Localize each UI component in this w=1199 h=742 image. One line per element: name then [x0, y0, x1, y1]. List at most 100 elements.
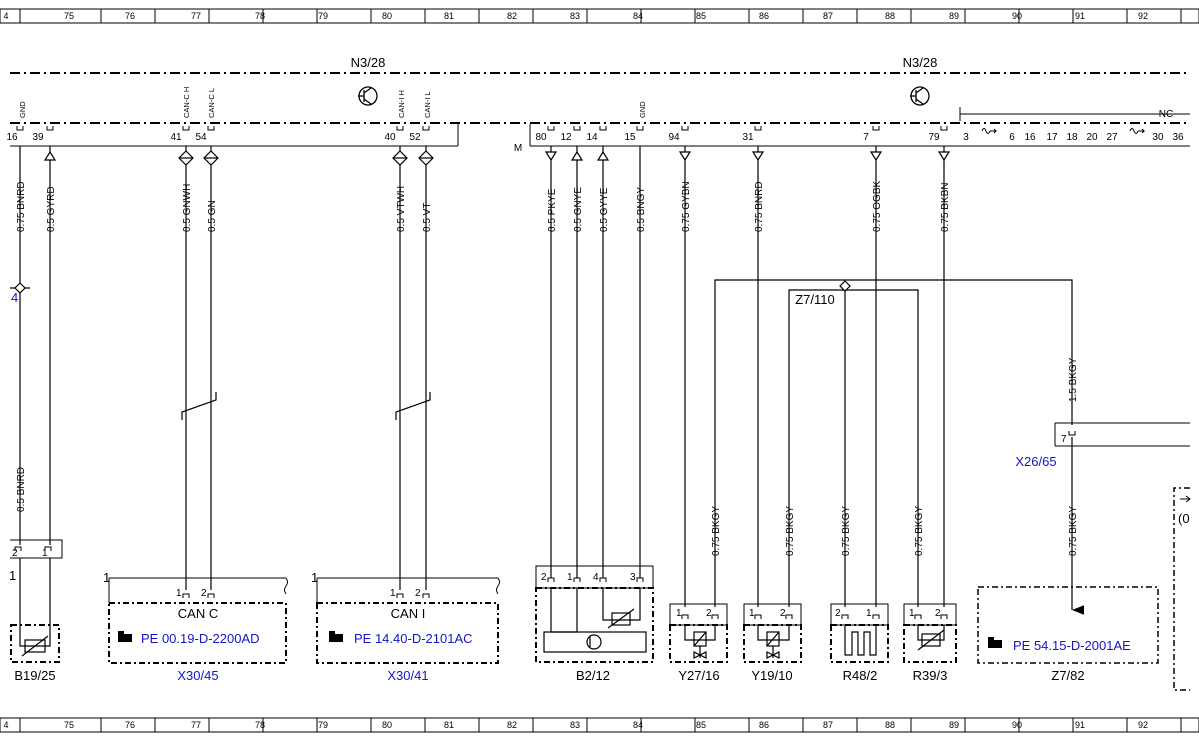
thermistor-icon [917, 625, 945, 651]
partial-component-right [1173, 487, 1191, 691]
wire-label: 0.75 BKBN [940, 183, 951, 232]
ruler-75-bottom: 75 [64, 720, 74, 730]
wire-label: 0.5 GYYE [599, 187, 610, 232]
reference-link-2[interactable]: PE 14.40-D-2101AC [354, 631, 473, 646]
x26-65-link[interactable]: X26/65 [1015, 454, 1056, 469]
ruler-81-bottom: 81 [444, 720, 454, 730]
ruler-77: 77 [191, 11, 201, 21]
pin-14: 14 [586, 132, 598, 143]
ruler-edge: 4 [3, 11, 8, 21]
wire-label: 0.5 BNGY [636, 187, 647, 232]
bottom-ruler: 4 75 76 77 78 79 80 81 82 83 84 85 86 87… [0, 717, 1199, 733]
ruler-92-bottom: 92 [1138, 720, 1148, 730]
wire-label: 0.5 PKYE [547, 188, 558, 232]
wire-label: 0.5 BNRD [16, 467, 27, 512]
nc-label: NC [1159, 109, 1173, 120]
pin-52: 52 [409, 132, 421, 143]
heater-resistor-icon [844, 625, 877, 656]
y19-10-pin-1: 1 [749, 608, 755, 619]
ruler-90: 90 [1012, 11, 1022, 21]
wire-label: 0.5 GNWH [182, 184, 193, 232]
partial-right-label: (0 [1178, 511, 1190, 526]
wire-label: 0.75 BKGY [1068, 506, 1079, 556]
wire-label: 0.75 OGBK [872, 181, 883, 232]
component-y19-10 [743, 603, 802, 663]
can-c-label: CAN C [178, 606, 218, 621]
component-y27-16-label: Y27/16 [678, 668, 719, 683]
ruler-87: 87 [823, 11, 833, 21]
transistor-icon [358, 86, 378, 106]
pin-31: 31 [742, 132, 754, 143]
x30-41-one: 1 [311, 570, 318, 585]
pin-36: 36 [1172, 132, 1184, 143]
component-b2-12 [535, 565, 654, 663]
component-x30-45-label[interactable]: X30/45 [177, 668, 218, 683]
wire-label: 0.5 GNYE [573, 187, 584, 232]
can-diamond-icon [14, 150, 851, 294]
ruler-79: 79 [318, 11, 328, 21]
pin-80: 80 [535, 132, 547, 143]
component-x30-41 [316, 577, 500, 664]
component-x30-41-label[interactable]: X30/41 [387, 668, 428, 683]
signal-can-i-h: CAN-I H [397, 90, 406, 118]
left-reference[interactable]: 4 [11, 290, 18, 305]
wire-label: 0.75 BKGY [841, 506, 852, 556]
pin-12: 12 [560, 132, 572, 143]
ruler-86: 86 [759, 11, 769, 21]
ruler-88-bottom: 88 [885, 720, 895, 730]
component-y27-16 [669, 603, 728, 663]
x30-45-pin-1: 1 [176, 588, 182, 599]
wire-label: 0.75 BNRD [754, 181, 765, 232]
b2-12-pin-3: 3 [630, 572, 636, 583]
component-z7-82 [977, 586, 1159, 664]
pin-6: 6 [1009, 132, 1015, 143]
solenoid-valve-icon [757, 625, 790, 659]
x30-45-one: 1 [103, 570, 110, 585]
ruler-75: 75 [64, 11, 74, 21]
solenoid-valve-icon [684, 625, 716, 659]
ruler-85-bottom: 85 [696, 720, 706, 730]
wire-label: 1.5 BKGY [1068, 357, 1079, 402]
pin-27: 27 [1106, 132, 1118, 143]
ruler-77-bottom: 77 [191, 720, 201, 730]
ruler-81: 81 [444, 11, 454, 21]
component-b19-25 [10, 539, 63, 663]
signal-gnd-left: GND [18, 101, 27, 118]
r39-3-pin-2: 2 [935, 608, 941, 619]
pin-20: 20 [1086, 132, 1098, 143]
ruler-79-bottom: 79 [318, 720, 328, 730]
reference-link-3[interactable]: PE 54.15-D-2001AE [1013, 638, 1131, 653]
component-b19-25-label: B19/25 [14, 668, 55, 683]
y27-16-pin-2: 2 [706, 608, 712, 619]
wire-label: 0.75 BNRD [16, 181, 27, 232]
reference-link-1[interactable]: PE 00.19-D-2200AD [141, 631, 260, 646]
ruler-80: 80 [382, 11, 392, 21]
pin-3: 3 [963, 132, 969, 143]
component-x30-45 [108, 577, 288, 664]
pin-30: 30 [1152, 132, 1164, 143]
module-label-right: N3/28 [903, 55, 938, 70]
signal-gnd-right: GND [638, 101, 647, 118]
ruler-84: 84 [633, 11, 643, 21]
reference-hand-icon [329, 631, 343, 642]
pressure-sensor-icon [586, 634, 602, 650]
wire-label: 0.75 BKGY [785, 506, 796, 556]
wire-label: 0.75 BKGY [914, 506, 925, 556]
y27-16-pin-1: 1 [676, 608, 682, 619]
ruler-80-bottom: 80 [382, 720, 392, 730]
r48-2-pin-1: 1 [866, 608, 872, 619]
ruler-91-bottom: 91 [1075, 720, 1085, 730]
signal-can-c-h: CAN-C H [182, 87, 191, 118]
ruler-91: 91 [1075, 11, 1085, 21]
top-ruler: 4 75 76 77 78 79 80 81 82 83 84 85 86 87… [0, 8, 1199, 24]
x30-45-pin-2: 2 [201, 588, 207, 599]
b19-25-one: 1 [9, 568, 16, 583]
component-r39-3 [903, 603, 957, 663]
b19-25-pin-1: 1 [42, 548, 48, 559]
pin-16: 16 [6, 132, 18, 143]
b2-12-pin-1: 1 [567, 572, 573, 583]
reference-hand-icon [118, 631, 132, 642]
component-r48-2-label: R48/2 [843, 668, 878, 683]
pin-39: 39 [32, 132, 44, 143]
